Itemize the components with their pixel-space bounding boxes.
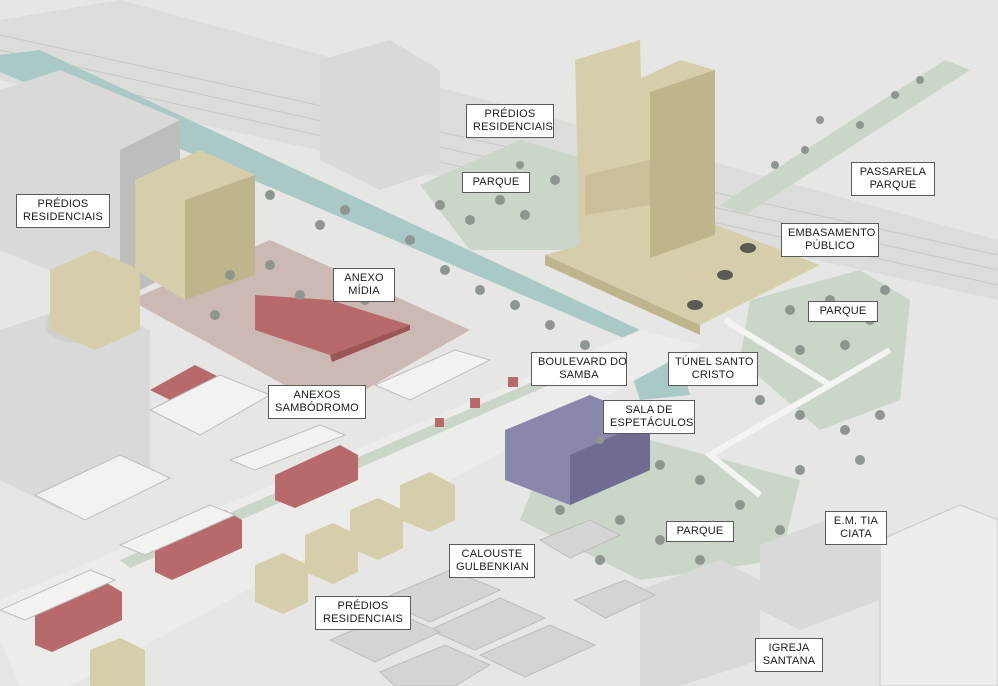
tower-right-side (650, 70, 715, 258)
podium-openings (687, 243, 756, 310)
embasamento-podium-side (545, 255, 700, 335)
sala-espetaculos-side (570, 420, 650, 505)
building-left-round (0, 300, 150, 510)
tall-building-right (879, 504, 998, 686)
residential-bottom-blocks (90, 472, 455, 686)
anexo-midia-building (255, 295, 410, 355)
residential-left-small (50, 250, 140, 350)
annex-red-blocks (35, 365, 358, 652)
igreja-block (640, 560, 760, 686)
tower-bridge (585, 160, 650, 215)
passarela-bridge (720, 60, 970, 215)
anexo-midia-side (330, 325, 410, 362)
boulevard-road (0, 330, 700, 686)
label-parque-right: PARQUE (808, 301, 878, 322)
small-red-cubes (435, 377, 518, 427)
building-top-block (320, 40, 440, 190)
label-parque-top: PARQUE (462, 172, 530, 193)
sambodromo-structures (0, 349, 492, 621)
residential-left-tall-side (185, 175, 255, 300)
label-parque-bottom: PARQUE (666, 521, 734, 542)
walkway-lower (704, 382, 832, 498)
